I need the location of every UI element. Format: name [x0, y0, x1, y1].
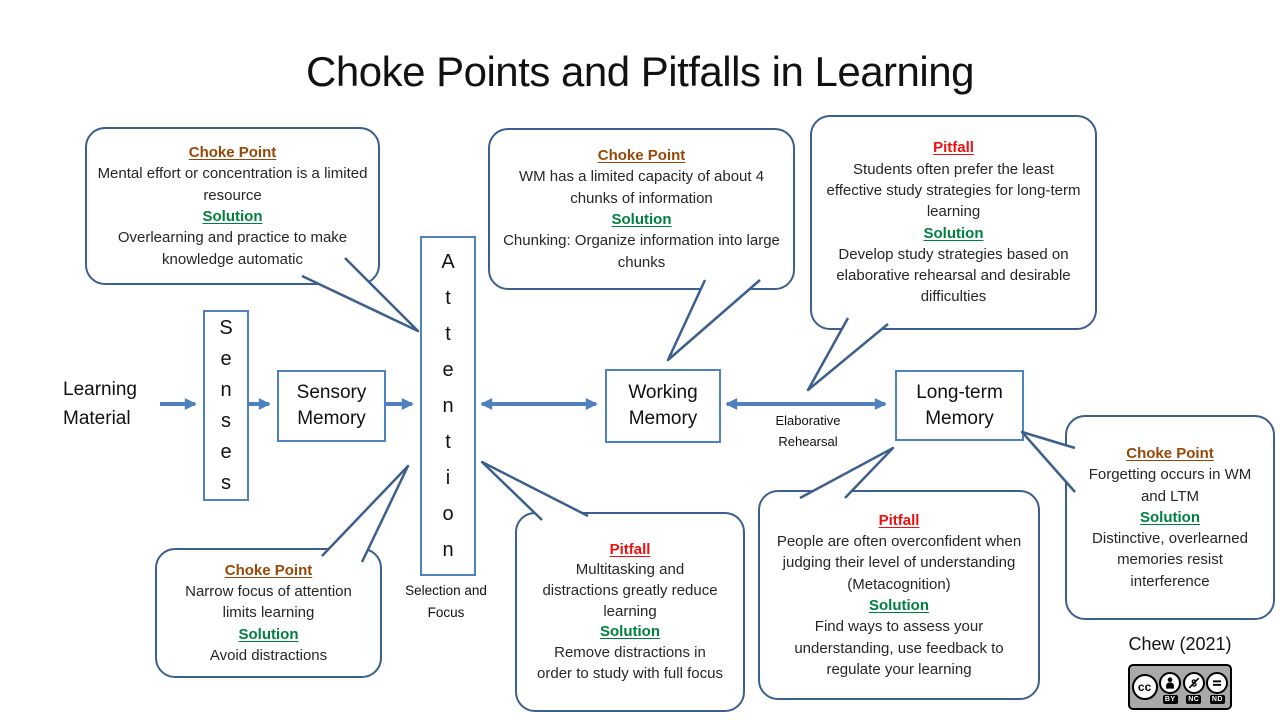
solution-heading: Solution [600, 623, 660, 641]
solution-text: Remove distractions in order to study wi… [537, 644, 723, 682]
pitfall-text: Multitasking and distractions greatly re… [542, 561, 718, 620]
callout-multitasking: Pitfall Multitasking and distractions gr… [515, 512, 745, 712]
pitfall-heading: Pitfall [933, 139, 974, 157]
pitfall-heading: Pitfall [878, 511, 920, 529]
attention-box: A t t e n t i o n [420, 236, 476, 576]
senses-box: S e n s e s [203, 310, 249, 501]
callout-metacognition: Pitfall People are often overconfident w… [758, 490, 1040, 700]
solution-text: Distinctive, overlearned memories resist… [1092, 530, 1248, 590]
choke-point-text: Narrow focus of attention limits learnin… [185, 583, 352, 622]
choke-point-text: Mental effort or concentration is a limi… [97, 165, 368, 204]
page-title: Choke Points and Pitfalls in Learning [306, 48, 974, 95]
cc-license-badge: cc BY $ NC ND [1128, 664, 1232, 710]
working-memory-box: Working Memory [605, 369, 721, 443]
callout-forgetting: Choke Point Forgetting occurs in WM and … [1065, 415, 1275, 620]
pitfall-heading: Pitfall [609, 540, 651, 558]
solution-text: Develop study strategies based on elabor… [836, 245, 1071, 306]
choke-point-heading: Choke Point [597, 147, 686, 165]
solution-heading: Solution [238, 625, 299, 643]
choke-point-heading: Choke Point [188, 144, 277, 162]
callout-wm-capacity: Choke Point WM has a limited capacity of… [488, 128, 795, 290]
solution-text: Find ways to assess your understanding, … [794, 618, 1004, 678]
sensory-memory-box: Sensory Memory [277, 370, 386, 442]
callout-mental-effort: Choke Point Mental effort or concentrati… [85, 127, 380, 285]
choke-point-text: Forgetting occurs in WM and LTM [1088, 466, 1252, 505]
learning-material-label: Learning Material [63, 379, 137, 429]
solution-text: Overlearning and practice to make knowle… [117, 229, 348, 268]
callout-narrow-focus: Choke Point Narrow focus of attention li… [155, 548, 382, 678]
cc-by: BY [1159, 672, 1182, 704]
solution-heading: Solution [923, 224, 984, 242]
cc-nc-label: NC [1186, 695, 1202, 704]
elaborative-rehearsal-label: Elaborative Rehearsal [775, 413, 841, 449]
cc-nd-equals-icon [1206, 672, 1229, 694]
solution-text: Avoid distractions [209, 646, 328, 664]
selection-focus-label: Selection and Focus [405, 583, 487, 620]
callout-study-strategies: Pitfall Students often prefer the least … [810, 115, 1097, 330]
solution-heading: Solution [1140, 508, 1200, 526]
cc-nd: ND [1206, 672, 1229, 704]
attribution-text: Chew (2021) [1128, 634, 1232, 654]
cc-by-person-icon [1159, 672, 1182, 694]
svg-text:$: $ [1191, 679, 1197, 690]
cc-nd-label: ND [1209, 695, 1225, 704]
solution-heading: Solution [202, 208, 263, 225]
cc-by-label: BY [1162, 695, 1178, 704]
callout-tail-wm-capacity [666, 279, 761, 362]
solution-heading: Solution [611, 211, 672, 228]
cc-nc: $ NC [1182, 672, 1205, 704]
solution-text: Chunking: Organize information into larg… [503, 232, 780, 271]
solution-heading: Solution [869, 597, 929, 614]
cc-icon: cc [1131, 674, 1158, 700]
pitfall-text: People are often overconfident when judg… [776, 533, 1022, 593]
pitfall-text: Students often prefer the least effectiv… [826, 160, 1081, 221]
choke-point-heading: Choke Point [224, 561, 313, 579]
choke-point-text: WM has a limited capacity of about 4 chu… [518, 168, 765, 207]
choke-point-heading: Choke Point [1126, 444, 1214, 462]
long-term-memory-box: Long-term Memory [895, 370, 1024, 441]
cc-nc-dollar-slash-icon: $ [1182, 672, 1205, 694]
